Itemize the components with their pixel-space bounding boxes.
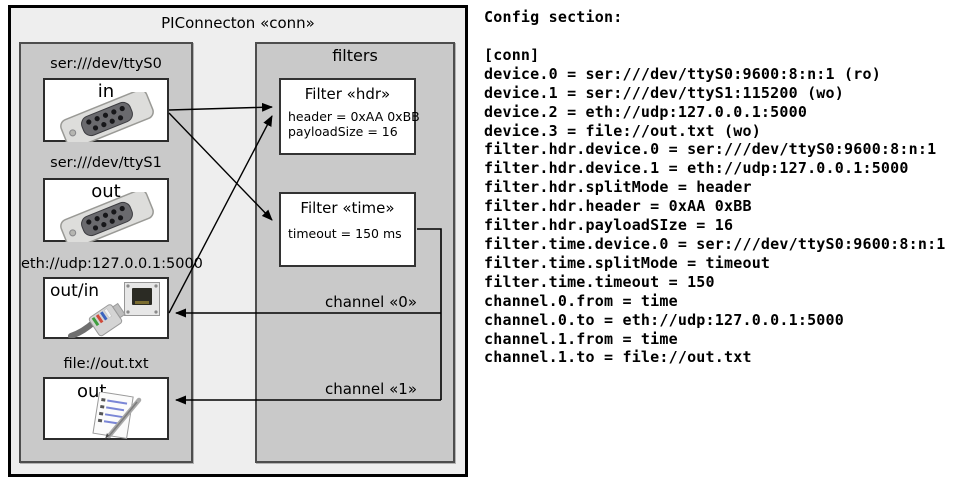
device-port-0: in xyxy=(97,81,115,102)
config-line: [conn] xyxy=(484,45,540,64)
config-line: filter.time.timeout = 150 xyxy=(484,272,715,291)
filter-hdr-attr-header: header = 0xAA 0xBB xyxy=(288,109,420,124)
diagram-title: PIConnecton «conn» xyxy=(161,14,315,32)
filter-time-attr-timeout: timeout = 150 ms xyxy=(288,226,402,241)
config-line: device.1 = ser:///dev/ttyS1:115200 (wo) xyxy=(484,83,844,102)
device-address-1: ser:///dev/ttyS1 xyxy=(50,155,162,171)
serial-connector-image xyxy=(60,92,154,142)
filter-title-hdr: Filter «hdr» xyxy=(304,85,391,103)
device-box-eth: out/in xyxy=(43,277,169,339)
config-line: filter.hdr.header = 0xAA 0xBB xyxy=(484,197,752,216)
notepad-icon xyxy=(92,392,142,440)
config-line: channel.1.from = time xyxy=(484,329,678,348)
filters-container: filters Filter «hdr» header = 0xAA 0xBB … xyxy=(255,42,455,463)
device-address-2: eth://udp:127.0.0.1:5000 xyxy=(21,256,203,272)
filter-box-hdr: Filter «hdr» header = 0xAA 0xBB payloadS… xyxy=(279,78,420,155)
diagram-panel: PIConnecton «conn» ser:///dev/ttyS0 in xyxy=(8,5,468,477)
channel-0-label: channel «0» xyxy=(324,293,417,311)
filter-box-time: Filter «time» timeout = 150 ms xyxy=(279,192,416,267)
filters-label: filters xyxy=(332,46,378,65)
config-line: channel.0.from = time xyxy=(484,291,678,310)
config-line: filter.hdr.device.1 = eth://udp:127.0.0.… xyxy=(484,159,909,178)
device-box-file: out xyxy=(43,377,169,440)
config-line: filter.hdr.payloadSIze = 16 xyxy=(484,216,734,235)
config-line: device.0 = ser:///dev/ttyS0:9600:8:n:1 (… xyxy=(484,64,881,83)
config-heading: Config section: xyxy=(484,8,623,26)
device-port-2: out/in xyxy=(50,281,100,301)
config-line: filter.hdr.device.0 = ser:///dev/ttyS0:9… xyxy=(484,140,937,159)
config-line: filter.time.splitMode = timeout xyxy=(484,253,771,272)
ethernet-cable-image xyxy=(68,302,126,338)
config-line: channel.0.to = eth://udp:127.0.0.1:5000 xyxy=(484,310,844,329)
config-line: filter.time.device.0 = ser:///dev/ttyS0:… xyxy=(484,234,946,253)
device-port-1: out xyxy=(91,181,121,202)
config-panel: Config section: [conn] device.0 = ser://… xyxy=(484,8,964,367)
config-line: device.2 = eth://udp:127.0.0.1:5000 xyxy=(484,102,808,121)
ethernet-port-icon xyxy=(124,282,160,316)
serial-connector-image xyxy=(60,192,154,242)
channel-1-label: channel «1» xyxy=(324,380,417,398)
piconnecton-outer-box: PIConnecton «conn» ser:///dev/ttyS0 in xyxy=(8,5,468,477)
config-line: filter.hdr.splitMode = header xyxy=(484,178,752,197)
device-address-0: ser:///dev/ttyS0 xyxy=(50,56,162,72)
filter-title-time: Filter «time» xyxy=(300,199,395,217)
devices-container: ser:///dev/ttyS0 in xyxy=(19,42,203,463)
device-box-ttys0: in xyxy=(43,78,169,142)
config-line: device.3 = file://out.txt (wo) xyxy=(484,121,761,140)
device-address-3: file://out.txt xyxy=(63,356,149,372)
device-box-ttys1: out xyxy=(43,178,169,242)
filter-hdr-attr-payloadsize: payloadSize = 16 xyxy=(288,123,398,139)
config-line: channel.1.to = file://out.txt xyxy=(484,348,752,367)
